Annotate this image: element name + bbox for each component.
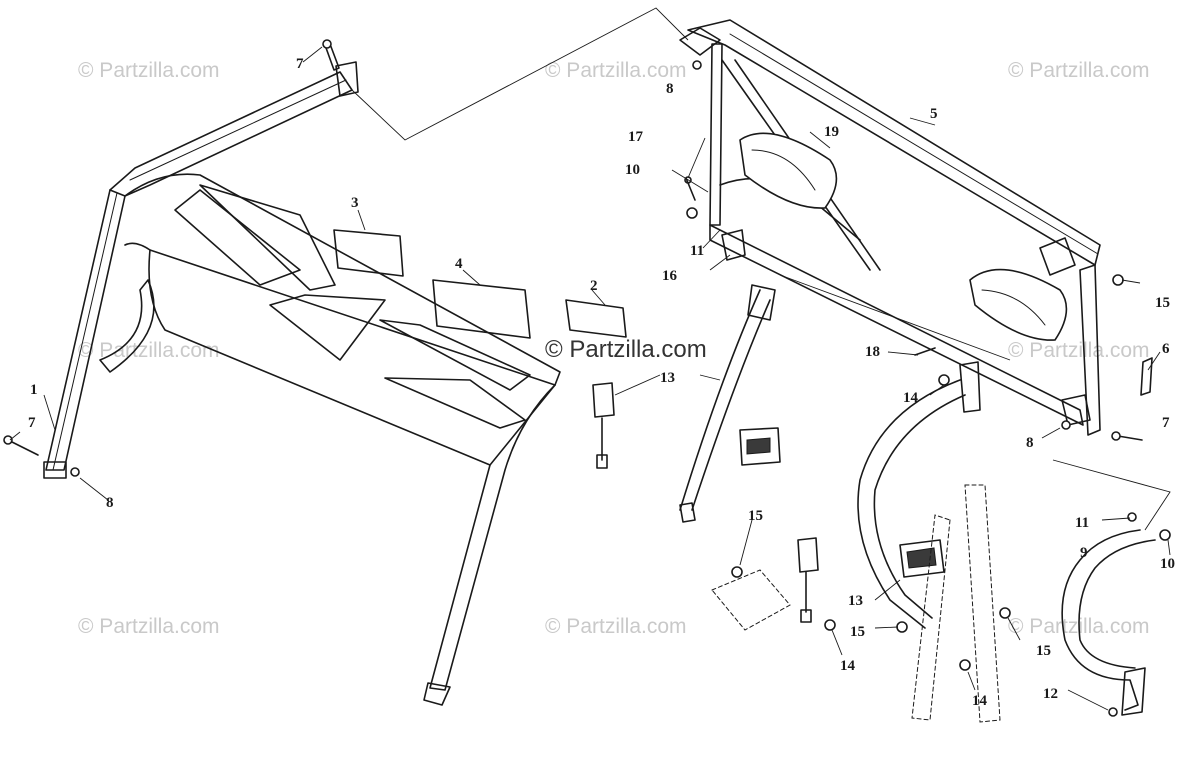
callout-15: 15 <box>1036 643 1051 659</box>
leader-lines <box>9 7 1171 711</box>
grab-pad-19 <box>739 132 838 209</box>
watermark-text: © Partzilla.com <box>78 59 220 82</box>
callout-19: 19 <box>824 124 839 140</box>
watermark-text: © Partzilla.com <box>78 615 220 638</box>
callout-8: 8 <box>106 495 114 511</box>
decal-4 <box>432 279 531 339</box>
hardware <box>3 39 1171 717</box>
callout-15: 15 <box>748 508 763 524</box>
decal-3 <box>333 229 404 277</box>
callout-17: 17 <box>628 129 644 145</box>
callout-14: 14 <box>972 693 988 709</box>
watermark-text: © Partzilla.com <box>78 339 220 362</box>
callout-7: 7 <box>296 56 304 72</box>
watermark-center-text: © Partzilla.com <box>545 336 707 363</box>
callout-10: 10 <box>625 162 640 178</box>
seat-base-outline <box>711 484 1001 723</box>
callout-13: 13 <box>660 370 675 386</box>
callout-1: 1 <box>30 382 38 398</box>
watermark-text: © Partzilla.com <box>1008 339 1150 362</box>
seat-belt-right <box>797 361 981 629</box>
callout-15: 15 <box>1155 295 1170 311</box>
callout-2: 2 <box>590 278 598 294</box>
callout-13: 13 <box>848 593 863 609</box>
callout-6: 6 <box>1162 341 1170 357</box>
callout-3: 3 <box>351 195 359 211</box>
seat-belt-left <box>592 284 781 523</box>
side-brace <box>1061 529 1156 716</box>
callout-7: 7 <box>1162 415 1170 431</box>
callout-16: 16 <box>662 268 678 284</box>
callout-8: 8 <box>666 81 674 97</box>
callout-5: 5 <box>930 106 938 122</box>
callout-12: 12 <box>1043 686 1058 702</box>
watermark-text: © Partzilla.com <box>545 615 687 638</box>
watermark-text: © Partzilla.com <box>1008 59 1150 82</box>
callout-11: 11 <box>1075 515 1089 531</box>
decal-2 <box>565 299 627 338</box>
watermark-text: © Partzilla.com <box>545 59 687 82</box>
plate-6 <box>1140 357 1153 396</box>
watermarks: © Partzilla.com © Partzilla.com © Partzi… <box>78 59 1150 638</box>
callout-9: 9 <box>1080 545 1088 561</box>
callout-18: 18 <box>865 344 880 360</box>
callout-14: 14 <box>903 390 919 406</box>
callout-7: 7 <box>28 415 36 431</box>
callout-8: 8 <box>1026 435 1034 451</box>
rear-cage-frame <box>679 19 1101 436</box>
grab-pad-19b <box>969 268 1068 341</box>
callouts: 7 8 5 17 19 10 3 11 4 16 2 15 18 6 13 1 … <box>28 56 1175 709</box>
callout-15: 15 <box>850 624 865 640</box>
callout-4: 4 <box>455 256 463 272</box>
callout-11: 11 <box>690 243 704 259</box>
front-cage-frame <box>43 61 561 706</box>
callout-14: 14 <box>840 658 856 674</box>
decals <box>333 229 627 339</box>
callout-10: 10 <box>1160 556 1175 572</box>
